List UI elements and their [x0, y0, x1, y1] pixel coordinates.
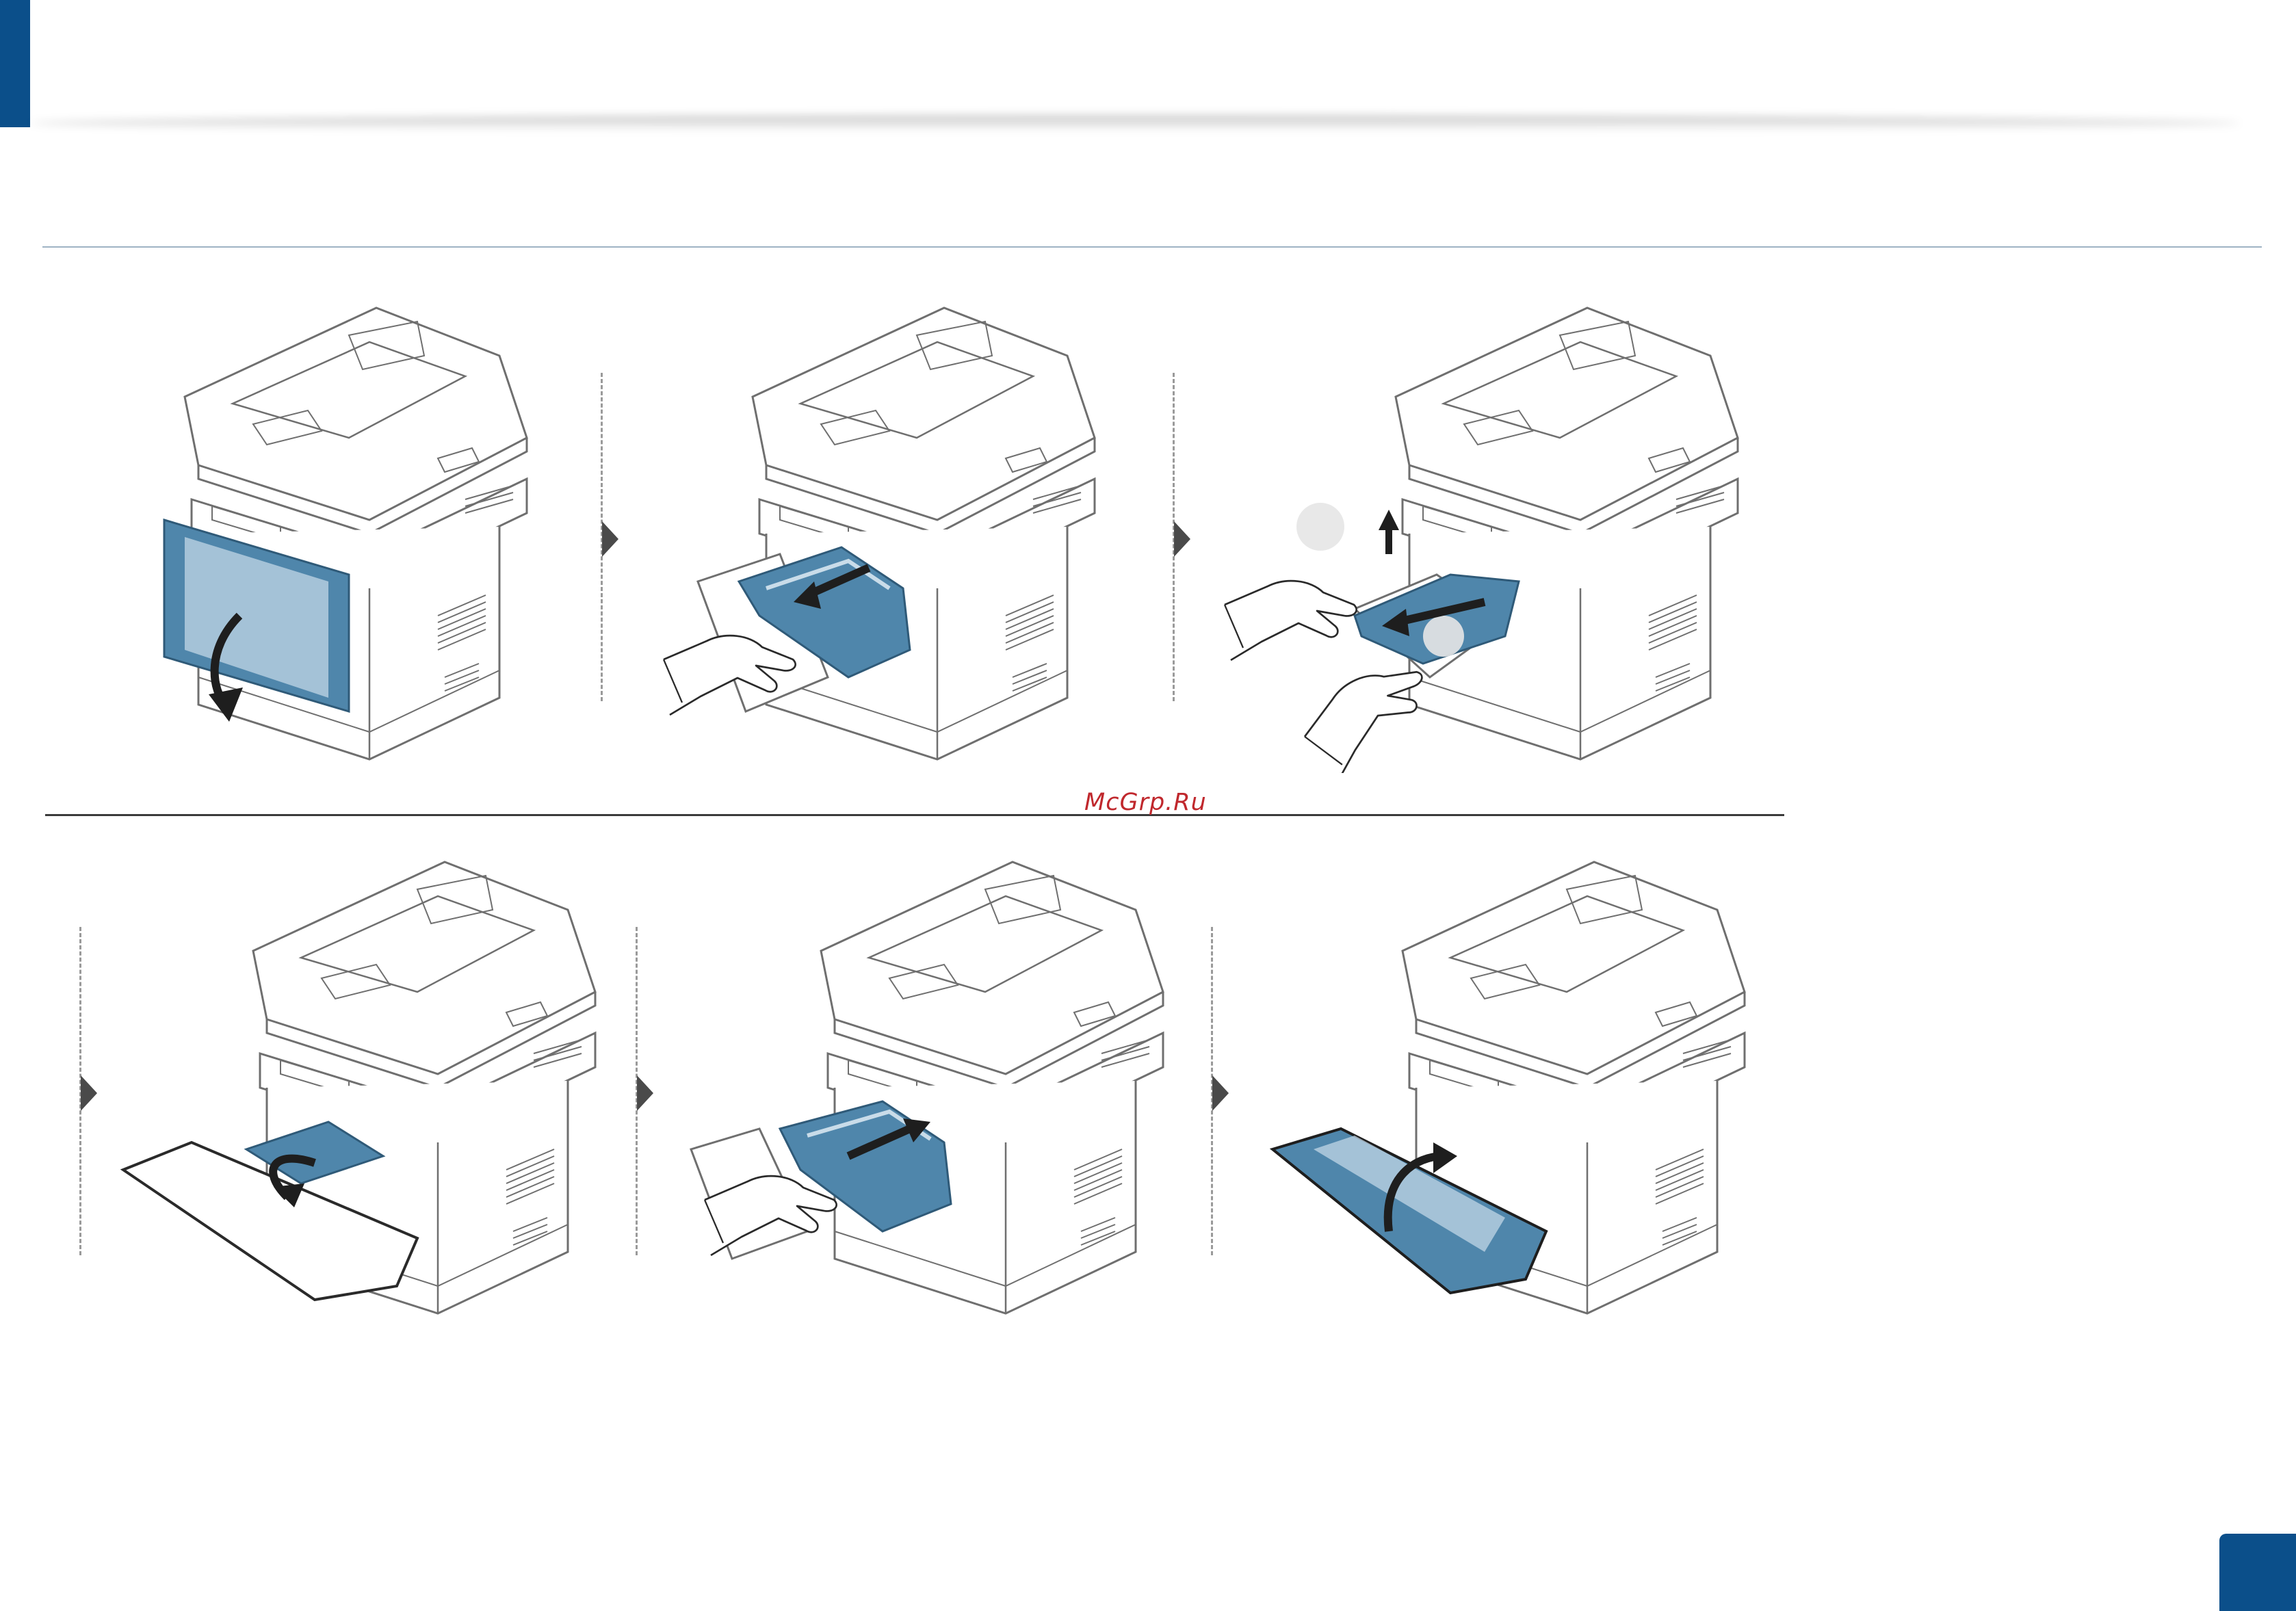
step-arrow-icon: [1212, 1075, 1229, 1111]
printer-illustration: [109, 848, 629, 1327]
header-divider: [30, 115, 2240, 131]
printer-illustration: [643, 294, 1136, 773]
printer-illustration: [1218, 294, 1765, 773]
step-close-flap-figure: [109, 848, 629, 1327]
step-pull-paper-figure: [1218, 294, 1765, 773]
printer-illustration: [677, 848, 1184, 1327]
page-number-badge: [2219, 1534, 2296, 1611]
row-divider: [45, 814, 1784, 816]
step-arrow-icon: [637, 1075, 653, 1111]
section-rule: [42, 246, 2262, 248]
step-arrow-icon: [602, 521, 618, 557]
step-open-tray-figure: [144, 294, 568, 773]
step-insert-cartridge-figure: [677, 848, 1184, 1327]
watermark-text: McGrp.Ru: [1084, 789, 1207, 816]
printer-illustration: [144, 294, 568, 773]
printer-illustration: [1259, 848, 1779, 1327]
step-arrow-icon: [1174, 521, 1190, 557]
step-remove-cartridge-figure: [643, 294, 1136, 773]
step-close-cover-figure: [1259, 848, 1779, 1327]
step-arrow-icon: [81, 1075, 97, 1111]
chapter-tab: [0, 0, 30, 127]
